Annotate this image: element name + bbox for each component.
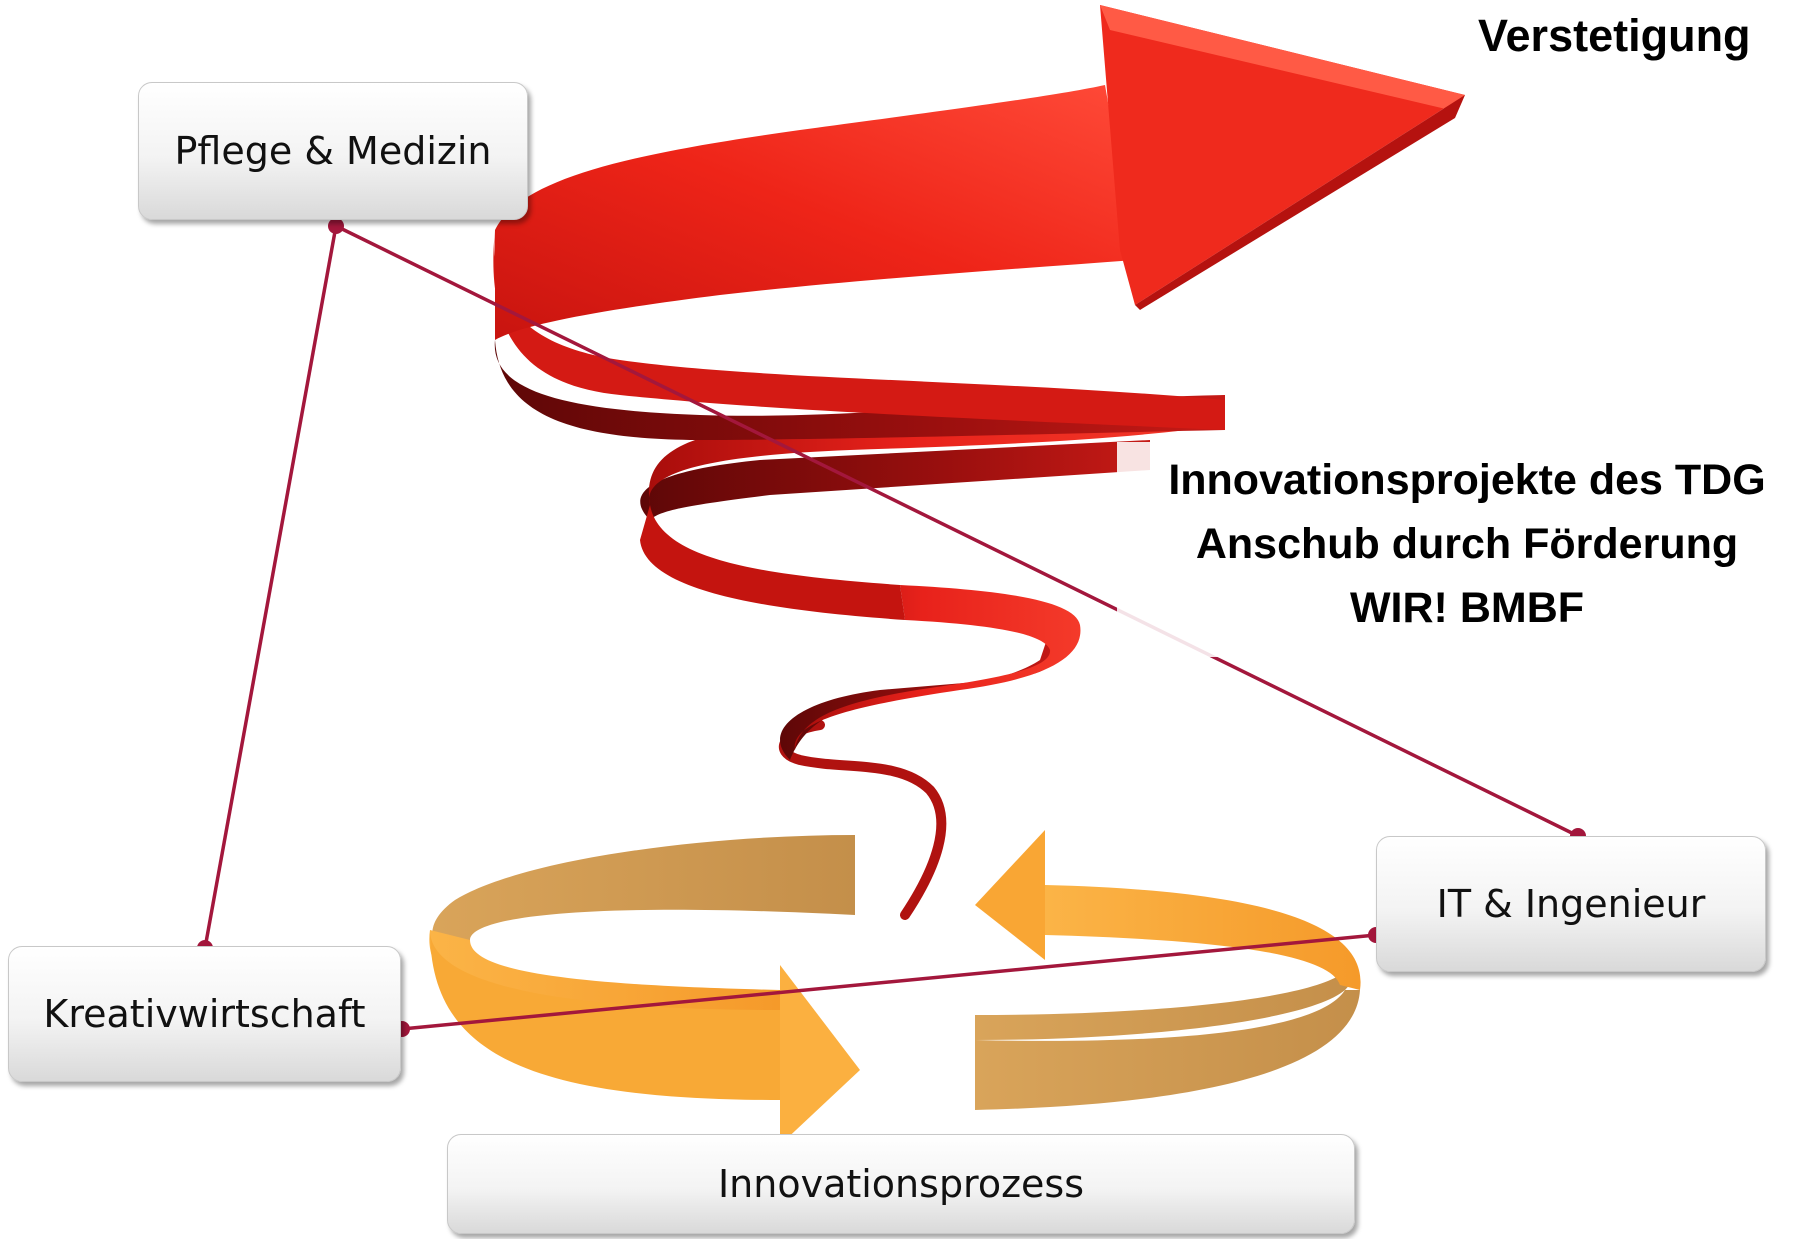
connector-dot <box>328 218 344 234</box>
funding-text-block: Innovationsprojekte des TDG Anschub durc… <box>1140 448 1794 640</box>
cycle-arrows <box>429 830 1361 1145</box>
box-it-ingenieur: IT & Ingenieur <box>1376 836 1766 972</box>
text-backdrop <box>1117 442 1794 657</box>
spiral-arrow <box>493 5 1465 920</box>
funding-line-3: WIR! BMBF <box>1349 584 1585 632</box>
connector-kreativ-it <box>401 933 1377 1031</box>
verstetigung-label: Verstetigung <box>1478 10 1751 61</box>
box-pflege-medizin: Pflege & Medizin <box>138 82 528 220</box>
box-kreativwirtschaft: Kreativwirtschaft <box>8 946 401 1082</box>
connector-lines <box>203 224 1579 1031</box>
connector-pflege-kreativ <box>203 225 338 949</box>
funding-line-1: Innovationsprojekte des TDG <box>1168 456 1766 504</box>
box-innovationsprozess: Innovationsprozess <box>447 1134 1355 1234</box>
funding-line-2: Anschub durch Förderung <box>1195 520 1739 568</box>
connector-pflege-it <box>335 224 1579 838</box>
